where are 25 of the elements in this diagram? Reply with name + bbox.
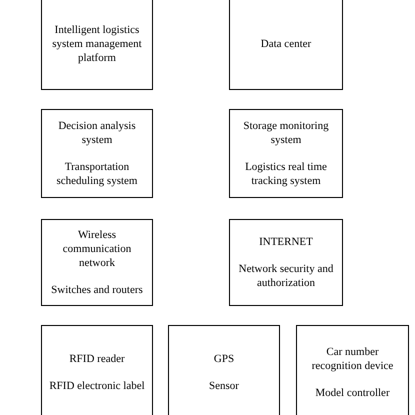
box-text: RFID reader [69, 352, 125, 366]
box-text: Decision analysis system [57, 119, 137, 147]
component-box [229, 219, 343, 306]
box-text: Logistics real time tracking system [244, 160, 328, 188]
box-text: Storage monitoring system [242, 119, 330, 147]
component-box [41, 0, 153, 90]
component-box [41, 109, 153, 198]
box-text: Switches and routers [51, 283, 143, 297]
box-text: Sensor [209, 379, 239, 393]
box-text: GPS [214, 352, 234, 366]
component-box [168, 325, 280, 415]
component-box [41, 219, 153, 306]
box-text: Wireless communication network [62, 228, 132, 270]
component-box [229, 0, 343, 90]
box-text: INTERNET [259, 235, 313, 249]
component-box [296, 325, 409, 415]
box-text: Transportation scheduling system [56, 160, 138, 188]
component-box [229, 109, 343, 198]
component-box [41, 325, 153, 415]
box-text: Model controller [315, 386, 390, 400]
box-text: Intelligent logistics system management platform [51, 23, 143, 65]
box-text: Data center [260, 37, 312, 51]
box-text: RFID electronic label [49, 379, 145, 393]
box-text: Car number recognition device [310, 345, 394, 373]
box-text: Network security and authorization [238, 262, 334, 290]
